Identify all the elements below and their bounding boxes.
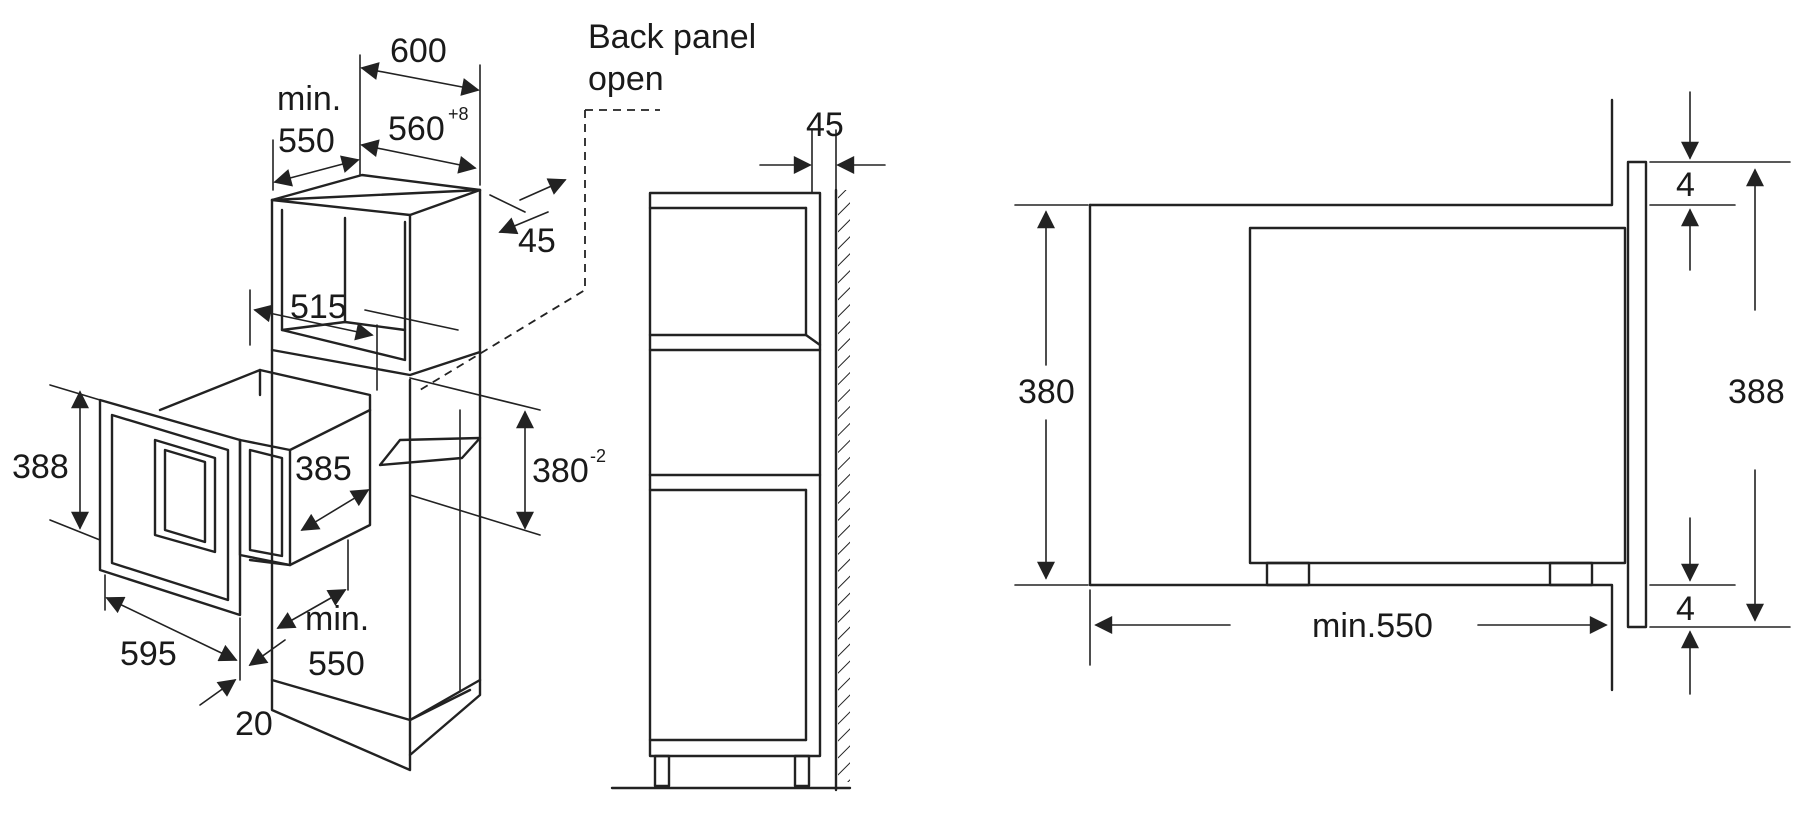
dim-min550 <box>1089 589 1613 691</box>
label-open: open <box>588 60 664 98</box>
dim-380-right <box>1014 204 1089 586</box>
label-388-left: 388 <box>12 448 69 486</box>
dim-550-top <box>272 139 360 191</box>
dim-550-bottom <box>276 539 349 629</box>
dim-560 <box>360 139 477 174</box>
label-550-top: 550 <box>278 122 335 160</box>
floor-edge <box>408 688 472 722</box>
label-20: 20 <box>235 705 273 743</box>
dim-45-top <box>489 178 567 235</box>
back-panel-dash <box>419 109 660 391</box>
label-515: 515 <box>290 288 347 326</box>
label-385: 385 <box>295 450 352 488</box>
appliance-section <box>1248 160 1648 629</box>
label-388-right: 388 <box>1728 373 1785 411</box>
wall-hatch <box>838 190 850 782</box>
dim-595 <box>104 574 241 681</box>
niche-outline <box>1088 98 1614 692</box>
label-45-side: 45 <box>806 106 844 144</box>
label-back-panel: Back panel <box>588 18 756 56</box>
label-45-top: 45 <box>518 222 556 260</box>
dim-385 <box>300 489 370 531</box>
label-4-bottom: 4 <box>1676 590 1695 628</box>
label-380-tolerance: -2 <box>590 446 606 466</box>
dim-515 <box>249 289 459 391</box>
microwave-door <box>98 398 242 617</box>
label-600: 600 <box>390 32 447 70</box>
label-550-bottom: 550 <box>308 645 365 683</box>
tall-cabinet <box>648 191 822 788</box>
dim-45-side <box>759 129 886 193</box>
label-380-right: 380 <box>1018 373 1075 411</box>
label-min-bottom: min. <box>305 600 369 638</box>
dim-380-3d <box>409 377 541 536</box>
side-elevation-view: 45 <box>610 106 886 792</box>
label-380-3d: 380 <box>532 452 589 490</box>
label-min550: min.550 <box>1312 607 1433 645</box>
dim-4-top <box>1649 91 1736 271</box>
dim-600 <box>359 54 481 186</box>
shelf <box>378 436 482 467</box>
label-595: 595 <box>120 635 177 673</box>
isometric-view: 600 min. 550 560 +8 45 Back panel open 5… <box>12 18 756 772</box>
dim-388-right <box>1649 161 1791 628</box>
label-4-top: 4 <box>1676 166 1695 204</box>
label-560: 560 <box>388 110 445 148</box>
dim-4-bottom <box>1649 517 1736 695</box>
dim-20 <box>199 639 286 706</box>
label-min-top: min. <box>277 80 341 118</box>
section-view: 380 388 4 4 min.550 <box>1014 91 1791 695</box>
dim-388-left <box>49 384 101 541</box>
label-560-tolerance: +8 <box>448 104 469 124</box>
